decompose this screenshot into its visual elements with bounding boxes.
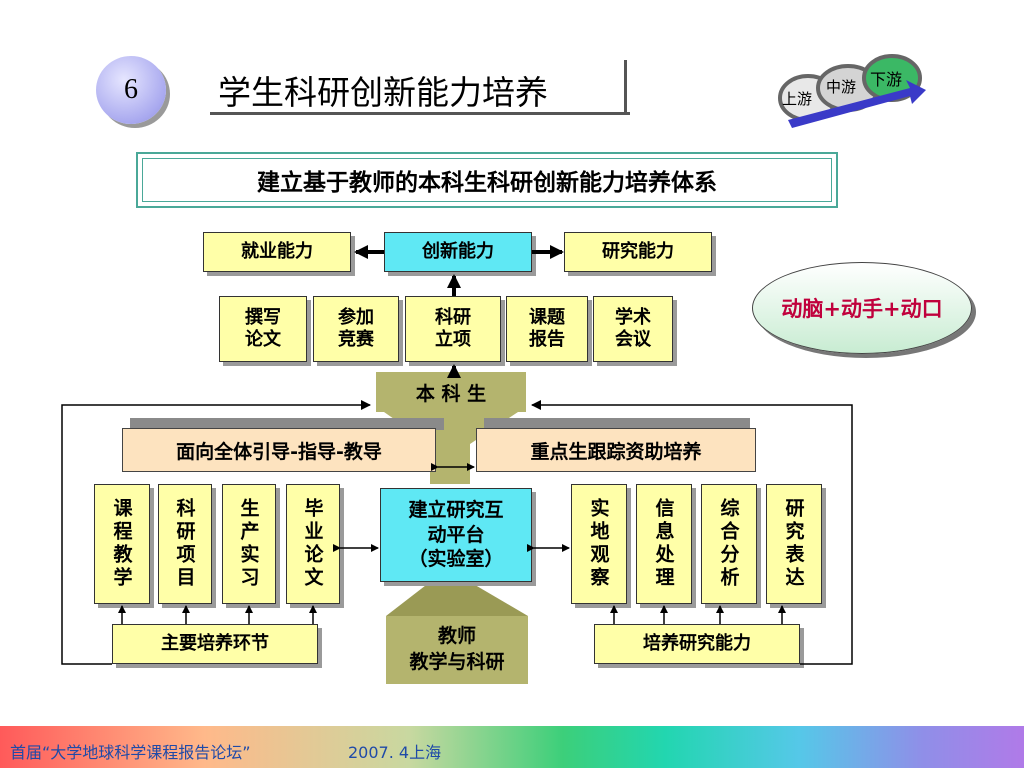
activity-box: 撰写 论文 bbox=[219, 296, 307, 362]
slide-title: 学生科研创新能力培养 bbox=[210, 60, 630, 118]
stream-logo-graphic bbox=[778, 54, 926, 128]
left-header-box: 面向全体引导-指导-教导 bbox=[122, 428, 436, 472]
right-footer-box: 培养研究能力 bbox=[594, 624, 800, 664]
activity-label: 课题 报告 bbox=[529, 306, 565, 351]
activity-label: 撰写 论文 bbox=[245, 306, 281, 351]
training-item-label: 生产实习 bbox=[237, 498, 260, 590]
training-item: 科研项目 bbox=[158, 484, 212, 604]
method-oval-text: 动脑+动手+动口 bbox=[781, 297, 943, 321]
footer-date: 2007. 4上海 bbox=[348, 743, 442, 762]
activity-box: 学术 会议 bbox=[593, 296, 673, 362]
employ-ability-box: 就业能力 bbox=[203, 232, 351, 272]
left-header-label: 面向全体引导-指导-教导 bbox=[176, 440, 382, 463]
teacher-text: 教师 教学与科研 bbox=[409, 625, 505, 673]
training-item-label: 课程教学 bbox=[110, 498, 133, 590]
employ-ability-label: 就业能力 bbox=[241, 240, 313, 262]
skill-item-label: 研究表达 bbox=[782, 498, 805, 590]
skill-item-label: 综合分析 bbox=[717, 498, 740, 590]
student-label: 本 科 生 bbox=[376, 372, 526, 412]
logo-downstream: 下游 bbox=[870, 70, 903, 89]
platform-label: 建立研究互 动平台 （实验室） bbox=[408, 498, 504, 571]
subtitle-text: 建立基于教师的本科生科研创新能力培养体系 bbox=[257, 169, 717, 196]
left-header-shadow bbox=[130, 418, 444, 430]
research-ability-label: 研究能力 bbox=[602, 240, 674, 262]
training-item: 毕业论文 bbox=[286, 484, 340, 604]
skill-item: 研究表达 bbox=[766, 484, 822, 604]
left-footer-box: 主要培养环节 bbox=[112, 624, 318, 664]
right-header-shadow bbox=[484, 418, 750, 430]
platform-box: 建立研究互 动平台 （实验室） bbox=[380, 488, 532, 582]
skill-item: 信息处理 bbox=[636, 484, 692, 604]
left-footer-label: 主要培养环节 bbox=[161, 632, 269, 654]
activity-label: 学术 会议 bbox=[615, 306, 651, 351]
innovate-ability-box: 创新能力 bbox=[384, 232, 532, 272]
skill-item-label: 实地观察 bbox=[587, 498, 610, 590]
subtitle-banner: 建立基于教师的本科生科研创新能力培养体系 bbox=[136, 152, 838, 208]
stream-logo: 上游 中游 下游 bbox=[770, 50, 930, 130]
logo-midstream: 中游 bbox=[826, 78, 857, 96]
right-footer-label: 培养研究能力 bbox=[643, 632, 751, 654]
slide-title-text: 学生科研创新能力培养 bbox=[218, 73, 548, 112]
teacher-label: 教师 教学与科研 bbox=[386, 616, 528, 684]
skill-item: 实地观察 bbox=[571, 484, 627, 604]
innovate-ability-label: 创新能力 bbox=[422, 240, 494, 262]
footer-title: 首届“大学地球科学课程报告论坛” bbox=[10, 743, 251, 762]
activity-box: 参加 竞赛 bbox=[313, 296, 399, 362]
research-ability-box: 研究能力 bbox=[564, 232, 712, 272]
training-item: 生产实习 bbox=[222, 484, 276, 604]
student-text: 本 科 生 bbox=[415, 382, 487, 405]
training-item: 课程教学 bbox=[94, 484, 150, 604]
method-oval: 动脑+动手+动口 bbox=[752, 262, 972, 354]
activity-label: 参加 竞赛 bbox=[338, 306, 374, 351]
activity-box: 科研 立项 bbox=[405, 296, 501, 362]
title-underline bbox=[210, 112, 630, 115]
footer-bar: 首届“大学地球科学课程报告论坛” 2007. 4上海 bbox=[0, 726, 1024, 768]
activity-label: 科研 立项 bbox=[435, 306, 471, 351]
logo-upstream: 上游 bbox=[782, 90, 813, 108]
training-item-label: 毕业论文 bbox=[301, 498, 324, 590]
skill-item-label: 信息处理 bbox=[652, 498, 675, 590]
skill-item: 综合分析 bbox=[701, 484, 757, 604]
training-item-label: 科研项目 bbox=[173, 498, 196, 590]
title-rule bbox=[624, 60, 627, 115]
slide-number: 6 bbox=[124, 74, 138, 105]
right-header-box: 重点生跟踪资助培养 bbox=[476, 428, 756, 472]
right-header-label: 重点生跟踪资助培养 bbox=[530, 440, 702, 463]
slide-number-badge: 6 bbox=[96, 56, 166, 124]
activity-box: 课题 报告 bbox=[506, 296, 588, 362]
